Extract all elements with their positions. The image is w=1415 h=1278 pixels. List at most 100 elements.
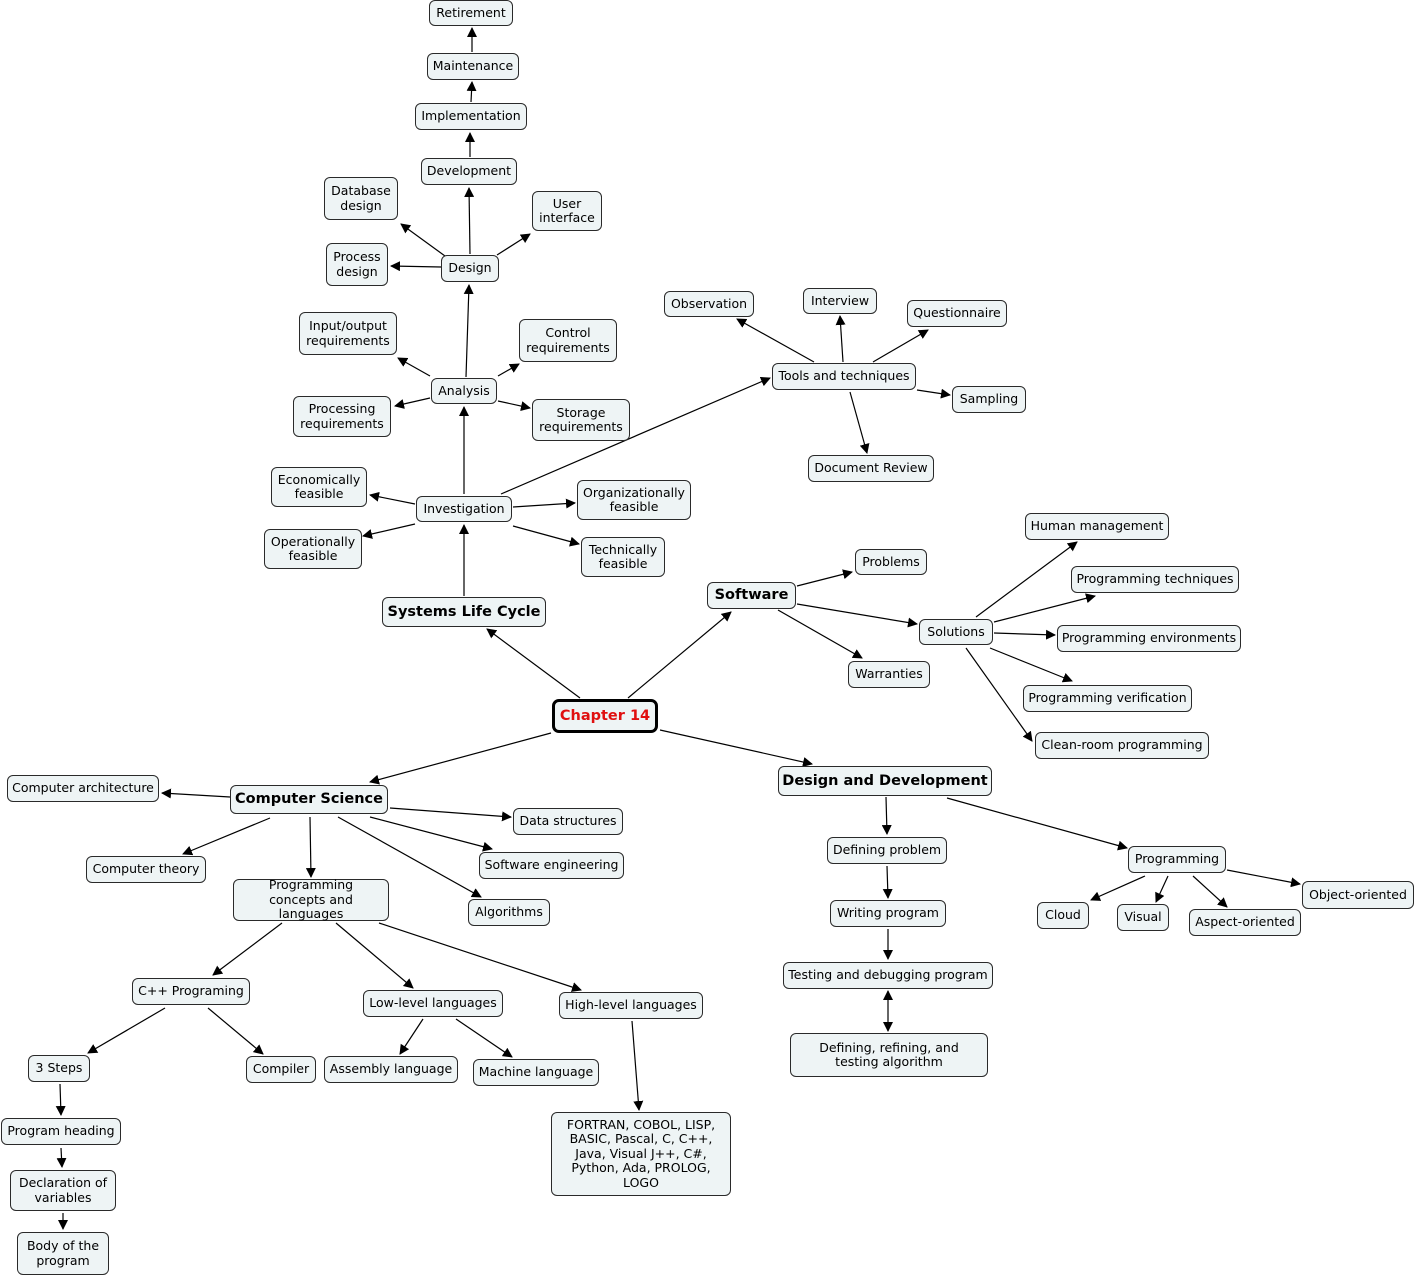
node-computer-architecture[interactable]: Computer architecture xyxy=(7,775,159,802)
node-economically-feasible[interactable]: Economically feasible xyxy=(271,467,367,507)
node-interview[interactable]: Interview xyxy=(803,288,877,314)
node-process-design[interactable]: Process design xyxy=(326,243,388,286)
connector-arrow xyxy=(627,611,732,699)
node-high-level-languages[interactable]: High-level languages xyxy=(559,992,703,1019)
connector-arrow xyxy=(390,261,442,272)
connector-arrow xyxy=(463,284,474,378)
connector-arrow xyxy=(161,788,231,799)
connector-arrow xyxy=(400,223,446,257)
connector-arrow xyxy=(993,629,1056,640)
node-algorithms[interactable]: Algorithms xyxy=(468,899,550,926)
node-writing-program[interactable]: Writing program xyxy=(830,900,946,927)
node-maintenance[interactable]: Maintenance xyxy=(427,53,519,80)
node-tools-and-techniques[interactable]: Tools and techniques xyxy=(772,363,916,390)
node-aspect-oriented[interactable]: Aspect-oriented xyxy=(1189,909,1301,936)
connector-arrow xyxy=(946,797,1128,851)
node-observation[interactable]: Observation xyxy=(664,291,754,317)
node-defining-problem[interactable]: Defining problem xyxy=(827,837,947,864)
connector-arrow xyxy=(394,397,431,409)
node-storage-requirements[interactable]: Storage requirements xyxy=(532,399,630,441)
node-systems-life-cycle[interactable]: Systems Life Cycle xyxy=(382,597,546,627)
node-program-heading[interactable]: Program heading xyxy=(1,1118,121,1145)
node-operationally-feasible[interactable]: Operationally feasible xyxy=(264,529,362,569)
node-organizationally-feasible[interactable]: Organizationally feasible xyxy=(577,480,691,520)
connector-arrow xyxy=(497,363,520,377)
node-software[interactable]: Software xyxy=(707,582,796,609)
node-design-and-development[interactable]: Design and Development xyxy=(778,766,992,796)
node-testing-and-debugging[interactable]: Testing and debugging program xyxy=(783,962,993,989)
node-chapter-14[interactable]: Chapter 14 xyxy=(552,699,658,733)
node-programming-verification[interactable]: Programming verification xyxy=(1023,685,1192,712)
connector-arrow xyxy=(305,816,316,878)
connector-arrow xyxy=(1155,875,1169,903)
node-high-level-language-list[interactable]: FORTRAN, COBOL, LISP, BASIC, Pascal, C, … xyxy=(551,1112,731,1196)
connector-arrow xyxy=(1090,875,1146,901)
connector-arrow xyxy=(337,816,482,898)
connector-arrow xyxy=(659,729,813,767)
node-solutions[interactable]: Solutions xyxy=(919,619,993,645)
node-declaration-of-variables[interactable]: Declaration of variables xyxy=(10,1170,116,1211)
node-design[interactable]: Design xyxy=(441,255,499,282)
node-defining-refining-testing-algorithm[interactable]: Defining, refining, and testing algorith… xyxy=(790,1033,988,1077)
node-visual[interactable]: Visual xyxy=(1117,904,1169,931)
node-processing-requirements[interactable]: Processing requirements xyxy=(293,396,391,437)
connector-arrow xyxy=(631,1020,644,1111)
node-problems[interactable]: Problems xyxy=(855,549,927,575)
connector-arrow xyxy=(56,1147,67,1168)
connector-arrow xyxy=(389,807,512,822)
connector-arrow xyxy=(993,593,1096,623)
node-control-requirements[interactable]: Control requirements xyxy=(519,319,617,362)
connector-arrow xyxy=(975,541,1078,618)
node-3-steps[interactable]: 3 Steps xyxy=(28,1055,90,1082)
connector-arrow xyxy=(466,81,477,103)
node-implementation[interactable]: Implementation xyxy=(415,103,527,130)
node-technically-feasible[interactable]: Technically feasible xyxy=(581,537,665,577)
node-low-level-languages[interactable]: Low-level languages xyxy=(363,990,503,1017)
connector-arrow xyxy=(87,1007,166,1054)
node-clean-room-programming[interactable]: Clean-room programming xyxy=(1035,732,1209,759)
connector-arrow xyxy=(369,816,493,852)
connector-arrow xyxy=(397,357,431,377)
connector-arrow xyxy=(378,922,582,992)
connector-arrow xyxy=(399,1018,424,1055)
connector-arrow xyxy=(1192,875,1228,908)
node-body-of-the-program[interactable]: Body of the program xyxy=(17,1232,109,1275)
node-computer-science[interactable]: Computer Science xyxy=(230,785,388,814)
node-retirement[interactable]: Retirement xyxy=(429,0,513,26)
node-programming-concepts[interactable]: Programming concepts and languages xyxy=(233,878,389,921)
node-cpp-programing[interactable]: C++ Programing xyxy=(132,978,250,1005)
node-user-interface[interactable]: User interface xyxy=(532,191,602,231)
node-questionnaire[interactable]: Questionnaire xyxy=(907,300,1007,327)
node-analysis[interactable]: Analysis xyxy=(431,378,497,404)
connector-arrow xyxy=(916,388,951,399)
node-document-review[interactable]: Document Review xyxy=(808,455,934,482)
node-assembly-language[interactable]: Assembly language xyxy=(324,1056,458,1083)
node-machine-language[interactable]: Machine language xyxy=(473,1059,599,1086)
node-database-design[interactable]: Database design xyxy=(324,177,398,220)
node-investigation[interactable]: Investigation xyxy=(416,496,512,522)
node-cloud[interactable]: Cloud xyxy=(1037,902,1089,929)
node-software-engineering[interactable]: Software engineering xyxy=(479,852,624,879)
node-human-management[interactable]: Human management xyxy=(1025,513,1169,540)
node-development[interactable]: Development xyxy=(421,158,517,185)
node-compiler[interactable]: Compiler xyxy=(246,1056,316,1083)
connector-arrow xyxy=(500,376,771,495)
connector-arrow xyxy=(965,647,1033,742)
connector-arrow xyxy=(736,318,815,363)
connector-arrow xyxy=(496,233,531,256)
node-data-structures[interactable]: Data structures xyxy=(513,808,623,835)
node-warranties[interactable]: Warranties xyxy=(848,661,930,688)
node-programming-environments[interactable]: Programming environments xyxy=(1057,625,1241,652)
node-programming-techniques[interactable]: Programming techniques xyxy=(1071,566,1239,593)
node-input-output-requirements[interactable]: Input/output requirements xyxy=(299,312,397,355)
connector-arrow xyxy=(512,525,580,547)
connector-arrow xyxy=(777,609,863,659)
node-object-oriented[interactable]: Object-oriented xyxy=(1302,881,1414,909)
connector-arrow xyxy=(362,523,416,539)
node-programming[interactable]: Programming xyxy=(1128,846,1226,873)
node-computer-theory[interactable]: Computer theory xyxy=(86,856,206,883)
node-sampling[interactable]: Sampling xyxy=(952,386,1026,413)
connector-arrow xyxy=(497,400,531,411)
connector-arrow xyxy=(55,1083,66,1116)
